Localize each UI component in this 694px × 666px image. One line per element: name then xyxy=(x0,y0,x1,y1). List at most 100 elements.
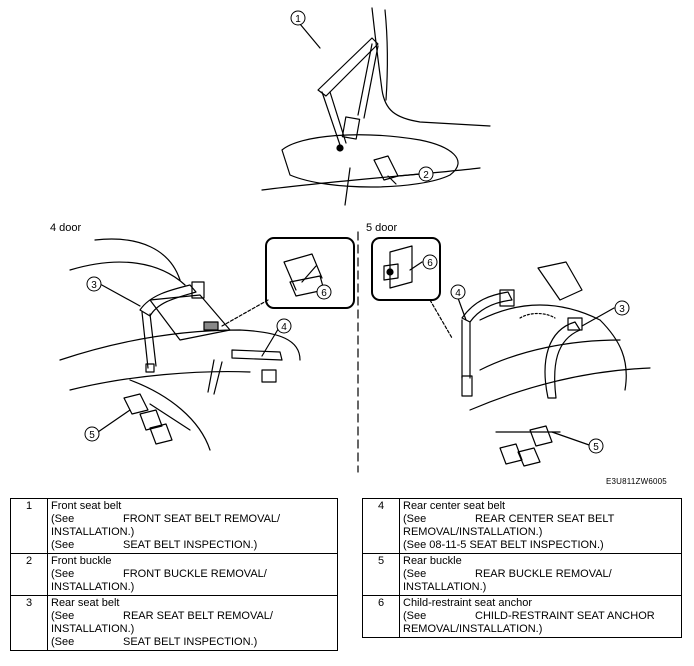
legend-reference-text: REMOVAL/INSTALLATION.) xyxy=(403,623,543,635)
legend-reference-line: (See FRONT SEAT BELT REMOVAL/ xyxy=(51,513,334,526)
legend-number: 5 xyxy=(362,553,400,596)
legend-see-prefix: (See xyxy=(403,610,427,622)
callout-4: 4 xyxy=(281,322,287,333)
legend-see-prefix: (See xyxy=(403,568,427,580)
legend-reference-line: (See REAR BUCKLE REMOVAL/ xyxy=(403,568,678,581)
callout-4-5door: 4 xyxy=(455,288,461,299)
legend-reference-line: INSTALLATION.) xyxy=(403,581,678,594)
legend-number: 6 xyxy=(362,595,400,638)
rear-buckle-4door xyxy=(123,393,173,445)
callout-2: 2 xyxy=(423,170,429,181)
legend-see-prefix: (See xyxy=(51,539,75,551)
legend-description: Front buckle(See FRONT BUCKLE REMOVAL/INS… xyxy=(47,553,338,596)
callout-leader-2 xyxy=(397,173,421,177)
legend-reference-text: REAR CENTER SEAT BELT xyxy=(475,513,615,525)
legend-title: Rear buckle xyxy=(403,555,462,567)
legend-title: Front seat belt xyxy=(51,500,122,512)
front-seat-belt xyxy=(317,37,379,97)
legend-title: Rear seat belt xyxy=(51,597,120,609)
seat-belt-diagram: 1 2 3 4 6 5 6 4 3 5 xyxy=(59,7,651,473)
legend-reference-text: INSTALLATION.) xyxy=(51,526,135,538)
callout-5-circle xyxy=(84,426,100,442)
callout-6-circle-5door xyxy=(422,254,438,270)
callout-3-5door: 3 xyxy=(619,304,625,315)
legend-description: Rear center seat belt(See REAR CENTER SEA… xyxy=(399,498,682,554)
legend-reference-text: CHILD-RESTRAINT SEAT ANCHOR xyxy=(475,610,655,622)
callout-1-circle xyxy=(290,10,306,26)
legend-reference-line: (See CHILD-RESTRAINT SEAT ANCHOR xyxy=(403,610,678,623)
callout-3: 3 xyxy=(91,280,97,291)
legend-reference-line: (See SEAT BELT INSPECTION.) xyxy=(51,539,334,552)
legend-title: Child-restraint seat anchor xyxy=(403,597,533,609)
legend-reference-line: REMOVAL/INSTALLATION.) xyxy=(403,623,678,636)
legend-reference-line: INSTALLATION.) xyxy=(51,581,334,594)
legend-reference-text: (See 08-11-5 SEAT BELT INSPECTION.) xyxy=(403,539,604,551)
front-seat-illustration xyxy=(261,7,491,206)
legend-see-prefix: (See xyxy=(51,513,75,525)
legend-reference-text: REAR BUCKLE REMOVAL/ xyxy=(475,568,612,580)
callout-6: 6 xyxy=(321,288,327,299)
legend-see-prefix: (See xyxy=(51,636,75,648)
callout-6-5door: 6 xyxy=(427,258,433,269)
legend-reference-line: (See 08-11-5 SEAT BELT INSPECTION.) xyxy=(403,539,678,552)
legend-see-prefix: (See xyxy=(403,513,427,525)
legend-number: 2 xyxy=(10,553,48,596)
legend-reference-line: (See FRONT BUCKLE REMOVAL/ xyxy=(51,568,334,581)
rear-buckle-5door xyxy=(499,425,553,467)
legend-reference-text: REMOVAL/INSTALLATION.) xyxy=(403,526,543,538)
legend-description: Child-restraint seat anchor(See CHILD-RES… xyxy=(399,595,682,638)
label-4-door: 4 door xyxy=(50,222,82,234)
detail-box-4door xyxy=(265,237,355,309)
legend-reference-line: (See SEAT BELT INSPECTION.) xyxy=(51,636,334,649)
legend-reference-text: INSTALLATION.) xyxy=(51,581,135,593)
rear-seat-belt-5door xyxy=(461,291,513,323)
legend-reference-line: (See REAR CENTER SEAT BELT xyxy=(403,513,678,526)
callout-2-circle xyxy=(418,166,434,182)
legend-see-prefix: (See xyxy=(51,568,75,580)
legend-reference-text: FRONT BUCKLE REMOVAL/ xyxy=(123,568,267,580)
rear-center-seat-belt-5door xyxy=(544,321,581,399)
legend-reference-text: SEAT BELT INSPECTION.) xyxy=(123,539,258,551)
callout-4-circle-5door xyxy=(450,284,466,300)
legend-title: Rear center seat belt xyxy=(403,500,506,512)
callout-3-circle-5door xyxy=(614,300,630,316)
legend-reference-text: FRONT SEAT BELT REMOVAL/ xyxy=(123,513,281,525)
callout-5-5door: 5 xyxy=(593,442,599,453)
rear-center-seat-belt-4door xyxy=(231,349,283,361)
detail-box-5door xyxy=(371,237,441,301)
legend-reference-text: INSTALLATION.) xyxy=(51,623,135,635)
rear-seat-belt-4door xyxy=(139,284,197,317)
legend-reference-line: INSTALLATION.) xyxy=(51,526,334,539)
legend-number: 4 xyxy=(362,498,400,554)
label-5-door: 5 door xyxy=(366,222,398,234)
callout-3-circle xyxy=(86,276,102,292)
callout-6-circle xyxy=(316,284,332,300)
legend-number: 1 xyxy=(10,498,48,554)
legend-description: Rear buckle(See REAR BUCKLE REMOVAL/INSTA… xyxy=(399,553,682,596)
legend-reference-text: INSTALLATION.) xyxy=(403,581,487,593)
four-door-illustration xyxy=(59,238,301,451)
legend-number: 3 xyxy=(10,595,48,651)
legend-reference-line: INSTALLATION.) xyxy=(51,623,334,636)
callout-leader-1 xyxy=(299,23,321,49)
legend-reference-text: REAR SEAT BELT REMOVAL/ xyxy=(123,610,273,622)
callout-4-circle xyxy=(276,318,292,334)
callout-5: 5 xyxy=(89,430,95,441)
legend-see-prefix: (See xyxy=(51,610,75,622)
legend-title: Front buckle xyxy=(51,555,112,567)
legend-reference-text: SEAT BELT INSPECTION.) xyxy=(123,636,258,648)
figure-code: E3U811ZW6005 xyxy=(606,477,667,486)
legend-reference-line: REMOVAL/INSTALLATION.) xyxy=(403,526,678,539)
callout-1: 1 xyxy=(295,14,301,25)
callout-5-circle-5door xyxy=(588,438,604,454)
